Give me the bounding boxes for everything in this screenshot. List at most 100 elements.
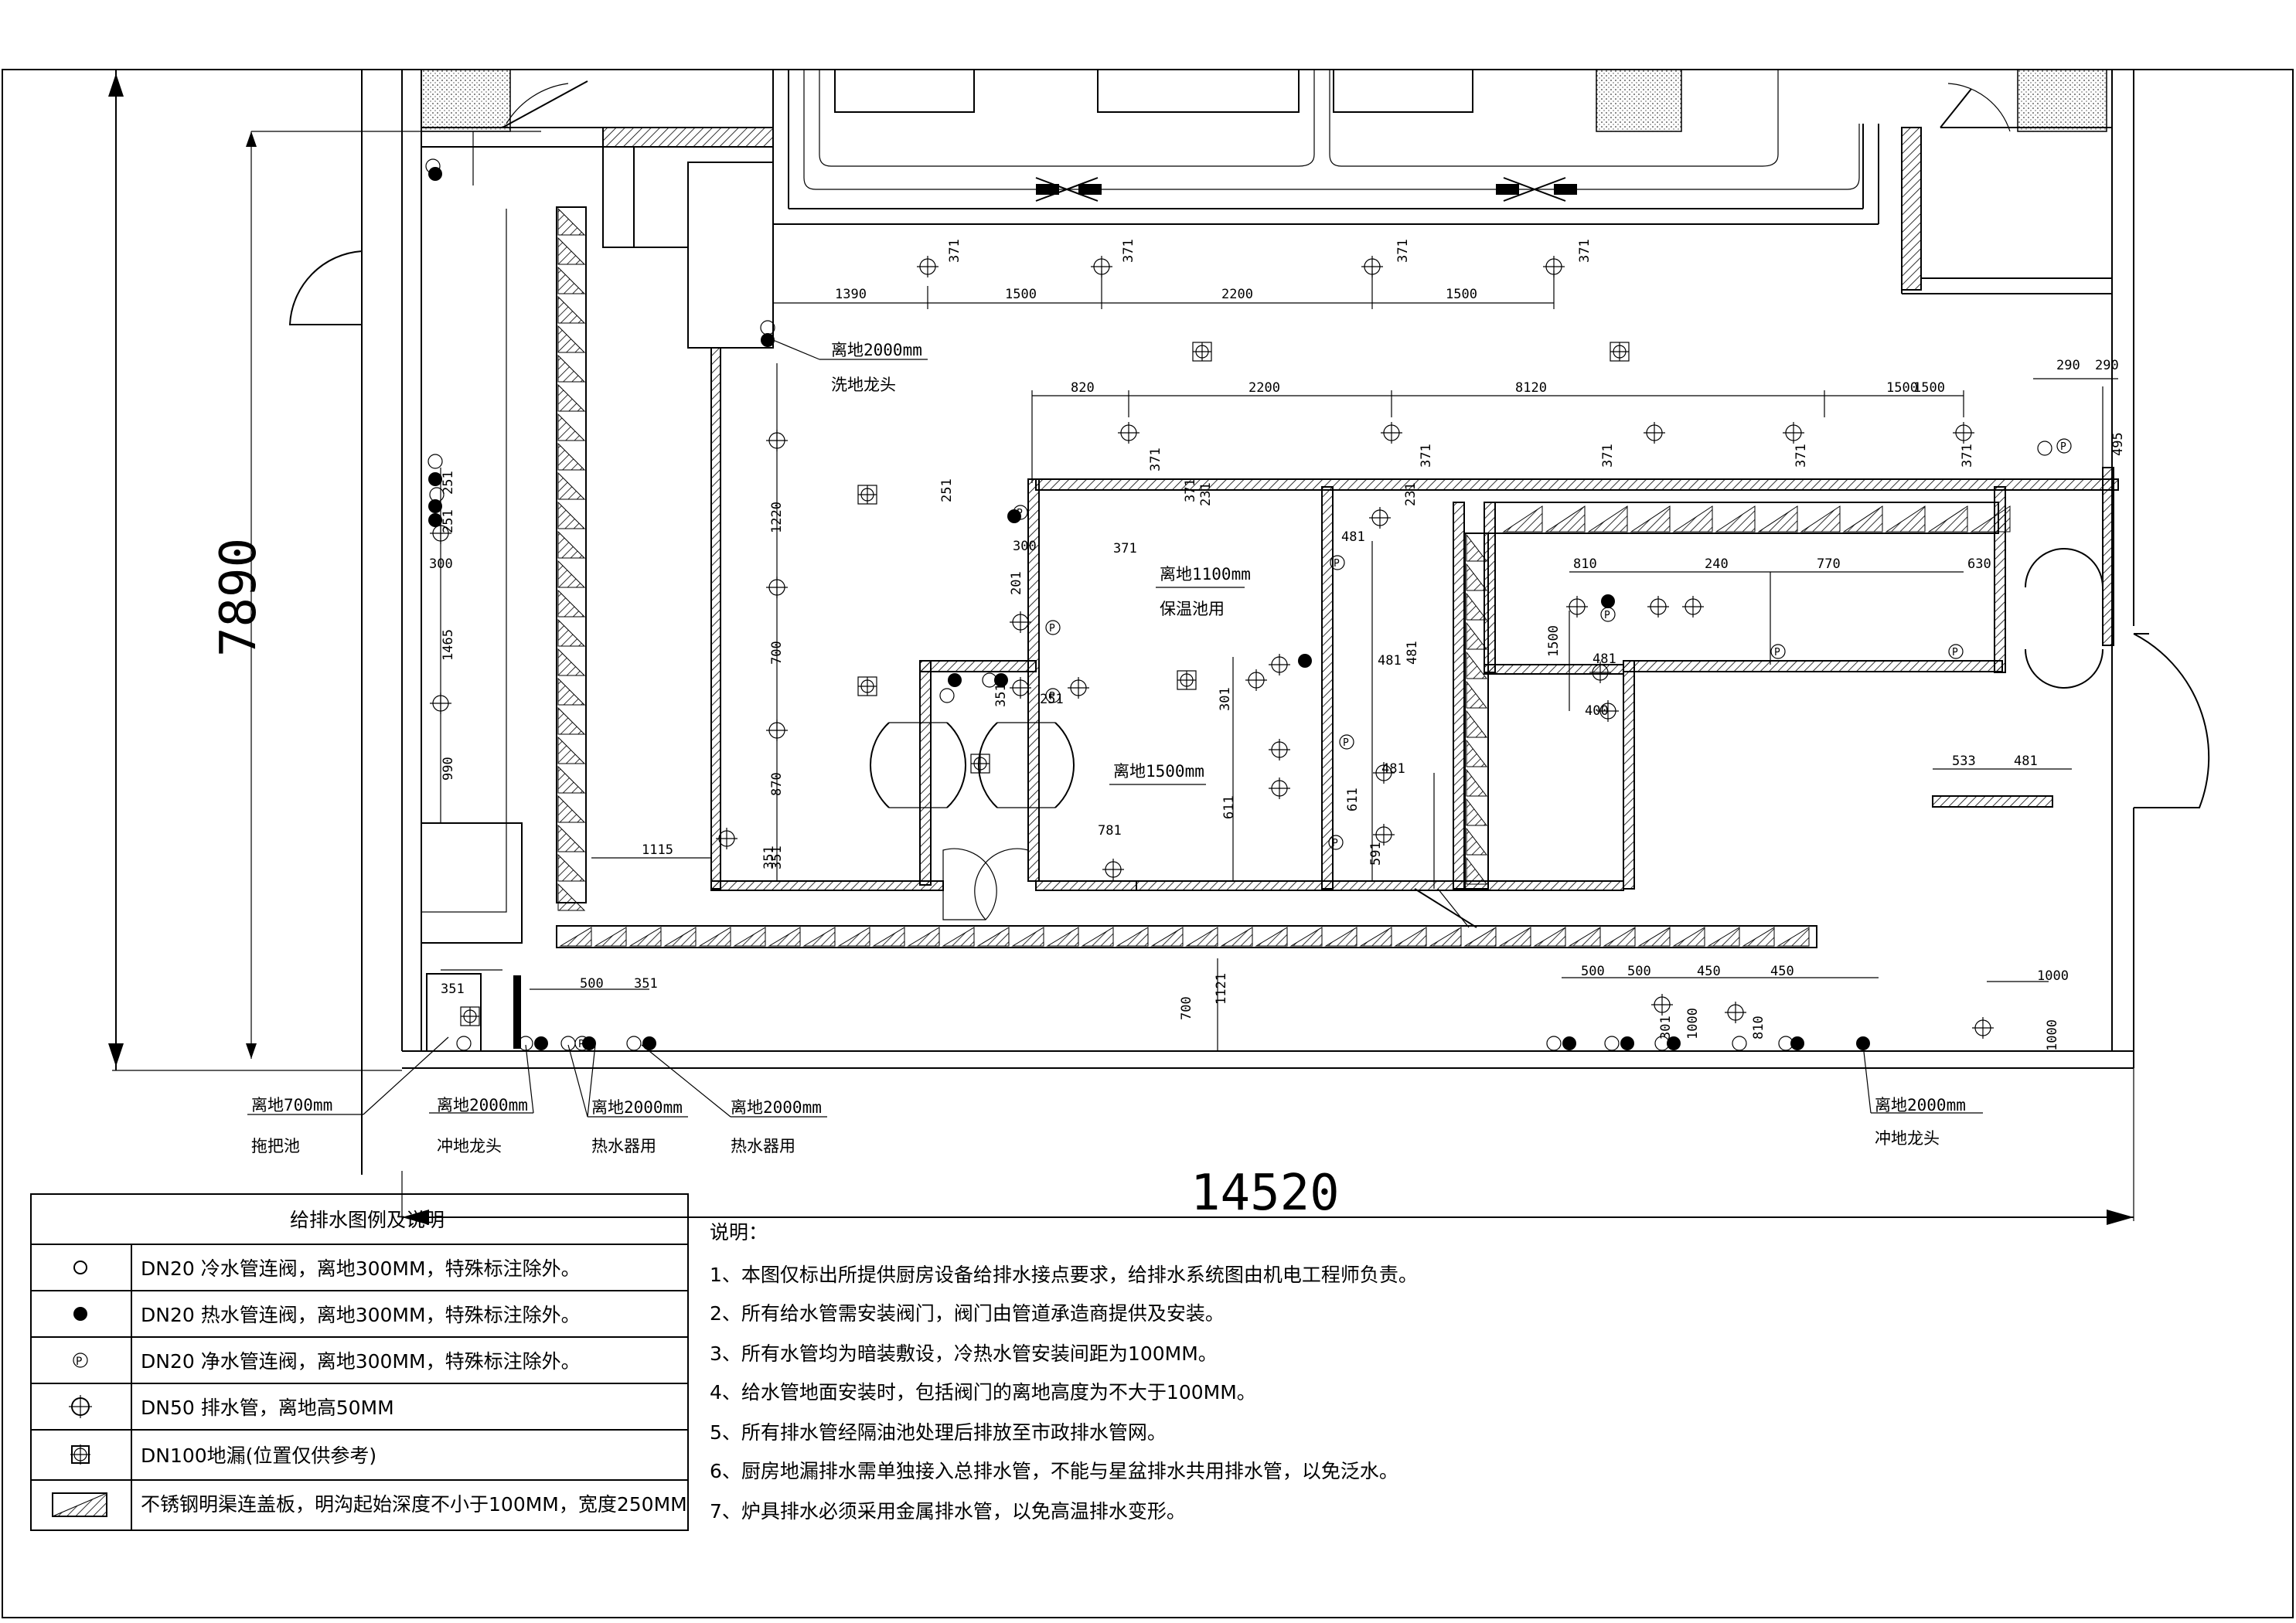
dimension-label: 290: [2056, 358, 2080, 373]
drain-pipe-icon: [1118, 422, 1139, 444]
svg-text:P: P: [1332, 838, 1338, 849]
dimension-label: 481: [1405, 641, 1420, 665]
drain-pipe-icon: [1373, 824, 1395, 846]
floor-tap-1-sub: 冲地龙头: [437, 1137, 502, 1155]
drain-pipe-icon: [1068, 677, 1089, 699]
cold-water-icon: [626, 1036, 642, 1051]
hot-water-icon: [1790, 1036, 1804, 1050]
svg-text:P: P: [1049, 691, 1055, 703]
dimension-label: 700: [1179, 996, 1194, 1020]
drain-pipe-icon: [1373, 762, 1395, 784]
hot-water-icon: [1856, 1036, 1870, 1050]
hot-water-icon: [428, 472, 442, 486]
dimension-label: 201: [1009, 571, 1024, 595]
callouts: 离地2000mm 洗地龙头 离地1100mm 保温池用 离地1500mm 离地7…: [247, 339, 1983, 1155]
dimension-label: 533: [1952, 754, 1976, 769]
dimension-label: 240: [1705, 556, 1729, 572]
cold-water-icon: [73, 1261, 87, 1274]
floor-drain-icon: [970, 754, 990, 774]
hot-water-icon: [1562, 1036, 1576, 1050]
trench-covers: [556, 206, 2114, 948]
dimension-label: 371: [1419, 444, 1434, 468]
dimension-label: 371: [1794, 444, 1809, 468]
mop-pool-sub: 拖把池: [251, 1137, 300, 1155]
dimension-label: 1500: [1913, 380, 1945, 396]
dimension-label: 820: [1071, 380, 1095, 396]
drain-pipe-icon: [1269, 739, 1290, 760]
floor-drain-icon: [857, 676, 877, 696]
dimension-label: 371: [1113, 541, 1137, 556]
floor-tap-1-label: 离地2000mm: [437, 1096, 528, 1114]
dimension-label: 1115: [642, 842, 673, 858]
interior-walls: [710, 347, 2119, 891]
drain-pipe-icon: [430, 522, 451, 544]
drain-pipe-icon: [1783, 422, 1804, 444]
dimension-label: 400: [1585, 703, 1609, 719]
floor-drain-icon: [1192, 342, 1212, 362]
dimension-label: 870: [769, 772, 785, 796]
hot-water-icon: [428, 513, 442, 527]
dimension-label: 591: [1368, 842, 1384, 866]
legend-row-3: DN20 净水管连阀，离地300MM，特殊标注除外。: [141, 1350, 581, 1373]
bain-marie-label: 离地1100mm: [1160, 565, 1251, 584]
svg-text:P: P: [1334, 558, 1340, 570]
dimension-label: 630: [1967, 556, 1991, 572]
hot-water-icon: [1601, 594, 1615, 608]
dimension-label: 1121: [1214, 973, 1229, 1005]
notes-block: 说明： 1、本图仅标出所提供厨房设备给排水接点要求，给排水系统图由机电工程师负责…: [710, 1221, 1418, 1523]
floor-tap-2-label: 离地2000mm: [1875, 1096, 1966, 1114]
dimension-label: 1465: [441, 629, 456, 661]
dimension-label: 450: [1697, 964, 1721, 979]
legend-row-6: 不锈钢明渠连盖板，明沟起始深度不小于100MM，宽度250MM: [141, 1493, 687, 1516]
legend-row-5: DN100地漏(位置仅供参考): [141, 1444, 376, 1467]
dimension-label: 251: [939, 478, 955, 502]
overall-height-dim: 7890: [210, 538, 267, 657]
drain-pipe-icon: [1597, 700, 1619, 722]
purified-water-icon: P: [1045, 620, 1061, 635]
drain-pipe-icon: [1369, 507, 1391, 529]
dimension-label: 481: [1593, 652, 1616, 667]
note-5: 5、所有排水管经隔油池处理后排放至市政排水管网。: [710, 1421, 1167, 1444]
drain-pipe-icon: [1647, 596, 1669, 618]
dimension-label: 810: [1573, 556, 1597, 572]
dimension-label: 251: [1040, 692, 1064, 707]
drain-pipe-icon: [1381, 422, 1402, 444]
dimension-label: 700: [769, 641, 785, 665]
hot-water-icon: [1620, 1036, 1634, 1050]
hot-water-icon: [761, 333, 775, 347]
dimension-label: 990: [441, 757, 456, 781]
dimension-label: 481: [1381, 761, 1405, 777]
dimension-label: 231: [1198, 482, 1214, 506]
drain-pipe-icon: [1010, 677, 1031, 699]
hot-water-icon: [994, 673, 1008, 687]
cold-water-icon: [2037, 441, 2052, 456]
dimension-label: 611: [1221, 795, 1237, 819]
purified-water-icon: P: [2056, 438, 2072, 454]
drain-pipe-icon: [766, 577, 788, 598]
svg-text:P: P: [76, 1356, 82, 1368]
drain-pipe-icon: [1269, 777, 1290, 799]
water-heater-1-sub: 热水器用: [591, 1137, 656, 1155]
bain-marie-sub: 保温池用: [1160, 600, 1225, 618]
legend-row-2: DN20 热水管连阀，离地300MM，特殊标注除外。: [141, 1304, 581, 1326]
drain-pipe-icon: [1589, 662, 1611, 683]
wash-tap-sub: 洗地龙头: [831, 376, 896, 394]
drain-pipe-icon: [1644, 422, 1665, 444]
dimension-label: 301: [1658, 1016, 1674, 1039]
cold-water-icon: [1732, 1036, 1747, 1051]
drain-pipe-icon: [1269, 654, 1290, 675]
dimension-label: 231: [1403, 482, 1419, 506]
drain-pipe-icon: [69, 1395, 92, 1418]
cold-water-icon: [456, 1036, 472, 1051]
dimension-label: 1000: [2045, 1019, 2060, 1051]
drain-pipe-icon: [1091, 256, 1112, 277]
hot-water-icon: [948, 673, 962, 687]
drain-pipe-icon: [917, 256, 938, 277]
svg-text:P: P: [1604, 610, 1610, 621]
left-cabinets: [421, 209, 523, 1052]
note-2: 2、所有给水管需安装阀门，阀门由管道承造商提供及安装。: [710, 1302, 1225, 1325]
drain-pipe-icon: [1651, 994, 1673, 1016]
dimension-label: 2200: [1248, 380, 1280, 396]
drain-pipe-icon: [1972, 1017, 1994, 1039]
floor-drain-icon: [460, 1006, 480, 1026]
